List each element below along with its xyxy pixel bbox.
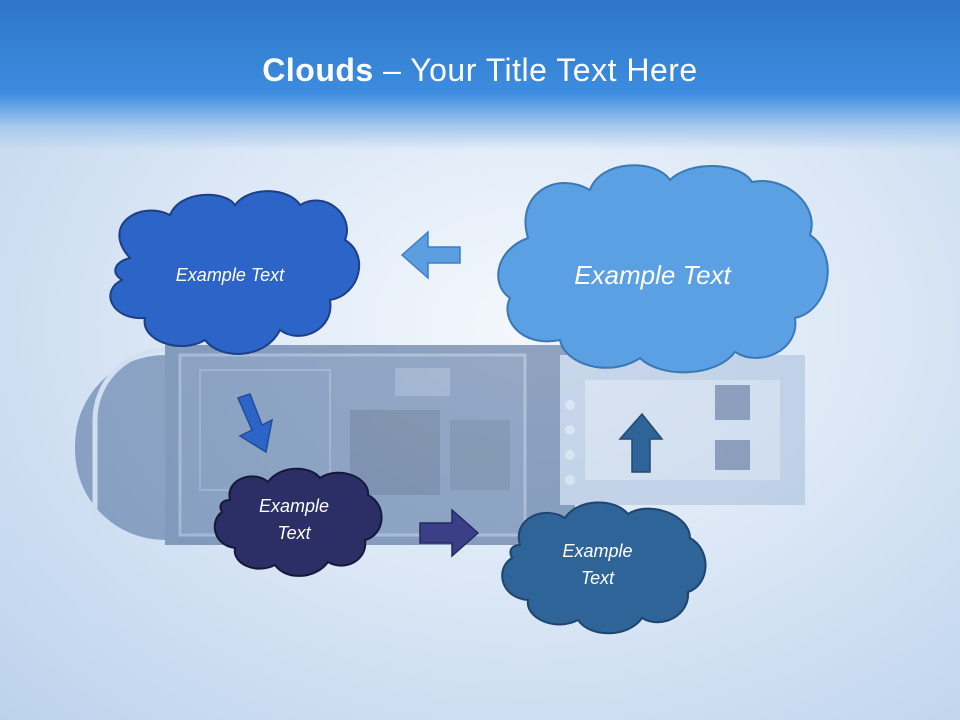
slide-title-rest: Your Title Text Here: [410, 52, 698, 88]
cloud-label-2[interactable]: Example Text: [574, 259, 731, 290]
slide-title-bold: Clouds: [262, 52, 374, 88]
cloud-shape-4: [501, 501, 707, 635]
slide-title-separator: –: [373, 52, 411, 88]
slide-title: Clouds – Your Title Text Here: [0, 52, 960, 89]
cloud-shape-3: [213, 467, 383, 577]
cloud-label-4[interactable]: Example Text: [562, 541, 633, 588]
cloud-shape-1: [109, 190, 361, 355]
arrow-up-icon: [618, 412, 664, 473]
arrow-left-icon: [400, 230, 461, 280]
title-bar: Clouds – Your Title Text Here: [0, 0, 960, 150]
arrow-right-icon: [419, 508, 480, 558]
cloud-shape-2: [497, 164, 829, 374]
arrow-down-right-icon: [236, 393, 274, 454]
cloud-label-1[interactable]: Example Text: [175, 264, 285, 285]
cloud-label-3[interactable]: Example Text: [258, 496, 330, 543]
